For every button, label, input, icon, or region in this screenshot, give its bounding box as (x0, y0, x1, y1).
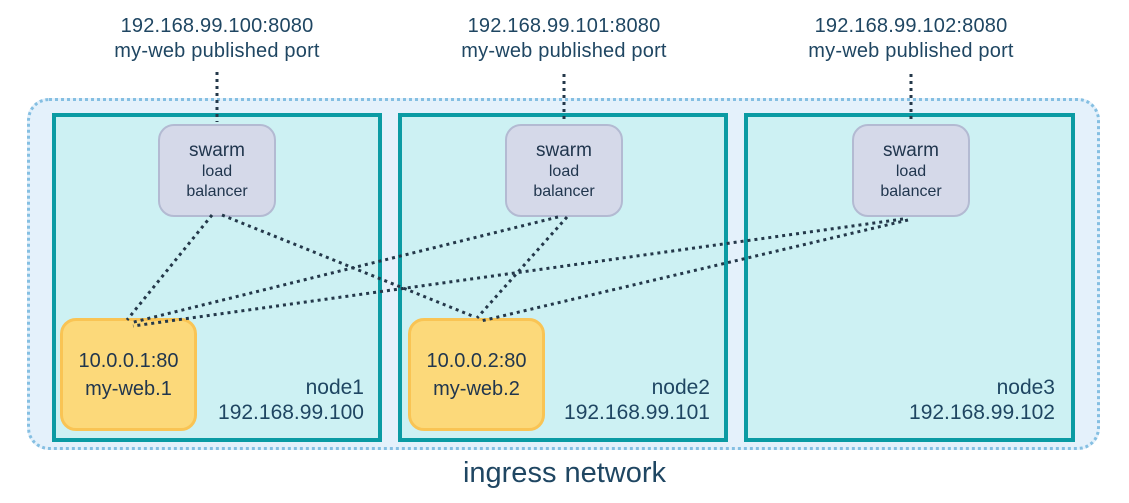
task-my-web-1: 10.0.0.1:80 my-web.1 (60, 318, 197, 431)
task-address: 10.0.0.2:80 (426, 349, 527, 372)
node-name: node2 (651, 376, 710, 399)
published-port-label-node3: 192.168.99.102:8080 my-web published por… (771, 14, 1051, 64)
lb-text: balancer (880, 183, 942, 200)
node-name: node1 (305, 376, 364, 399)
lb-text: load (548, 163, 580, 180)
lb-text: balancer (533, 183, 595, 200)
lb-text: balancer (186, 183, 248, 200)
published-port-label-node1: 192.168.99.100:8080 my-web published por… (77, 14, 357, 64)
ingress-network-caption: ingress network (462, 457, 667, 489)
node1-label: node1 192.168.99.100 (218, 375, 364, 425)
node2-label: node2 192.168.99.101 (564, 375, 710, 425)
published-caption: my-web published port (114, 40, 320, 62)
node-ip: 192.168.99.100 (218, 401, 364, 424)
lb-text: swarm (536, 140, 592, 161)
swarm-load-balancer-node2: swarm load balancer (505, 124, 623, 217)
lb-text: swarm (189, 140, 245, 161)
lb-text: load (201, 163, 233, 180)
node-ip: 192.168.99.101 (564, 401, 710, 424)
node-name: node3 (996, 376, 1055, 399)
task-address: 10.0.0.1:80 (78, 349, 179, 372)
node3-label: node3 192.168.99.102 (909, 375, 1055, 425)
lb-text: load (895, 163, 927, 180)
published-address: 192.168.99.101:8080 (467, 15, 661, 37)
published-caption: my-web published port (461, 40, 667, 62)
swarm-load-balancer-node3: swarm load balancer (852, 124, 970, 217)
published-port-label-node2: 192.168.99.101:8080 my-web published por… (424, 14, 704, 64)
task-name: my-web.1 (85, 377, 172, 400)
published-address: 192.168.99.102:8080 (814, 15, 1008, 37)
task-my-web-2: 10.0.0.2:80 my-web.2 (408, 318, 545, 431)
published-address: 192.168.99.100:8080 (120, 15, 314, 37)
published-caption: my-web published port (808, 40, 1014, 62)
node-ip: 192.168.99.102 (909, 401, 1055, 424)
swarm-load-balancer-node1: swarm load balancer (158, 124, 276, 217)
lb-text: swarm (883, 140, 939, 161)
task-name: my-web.2 (433, 377, 520, 400)
